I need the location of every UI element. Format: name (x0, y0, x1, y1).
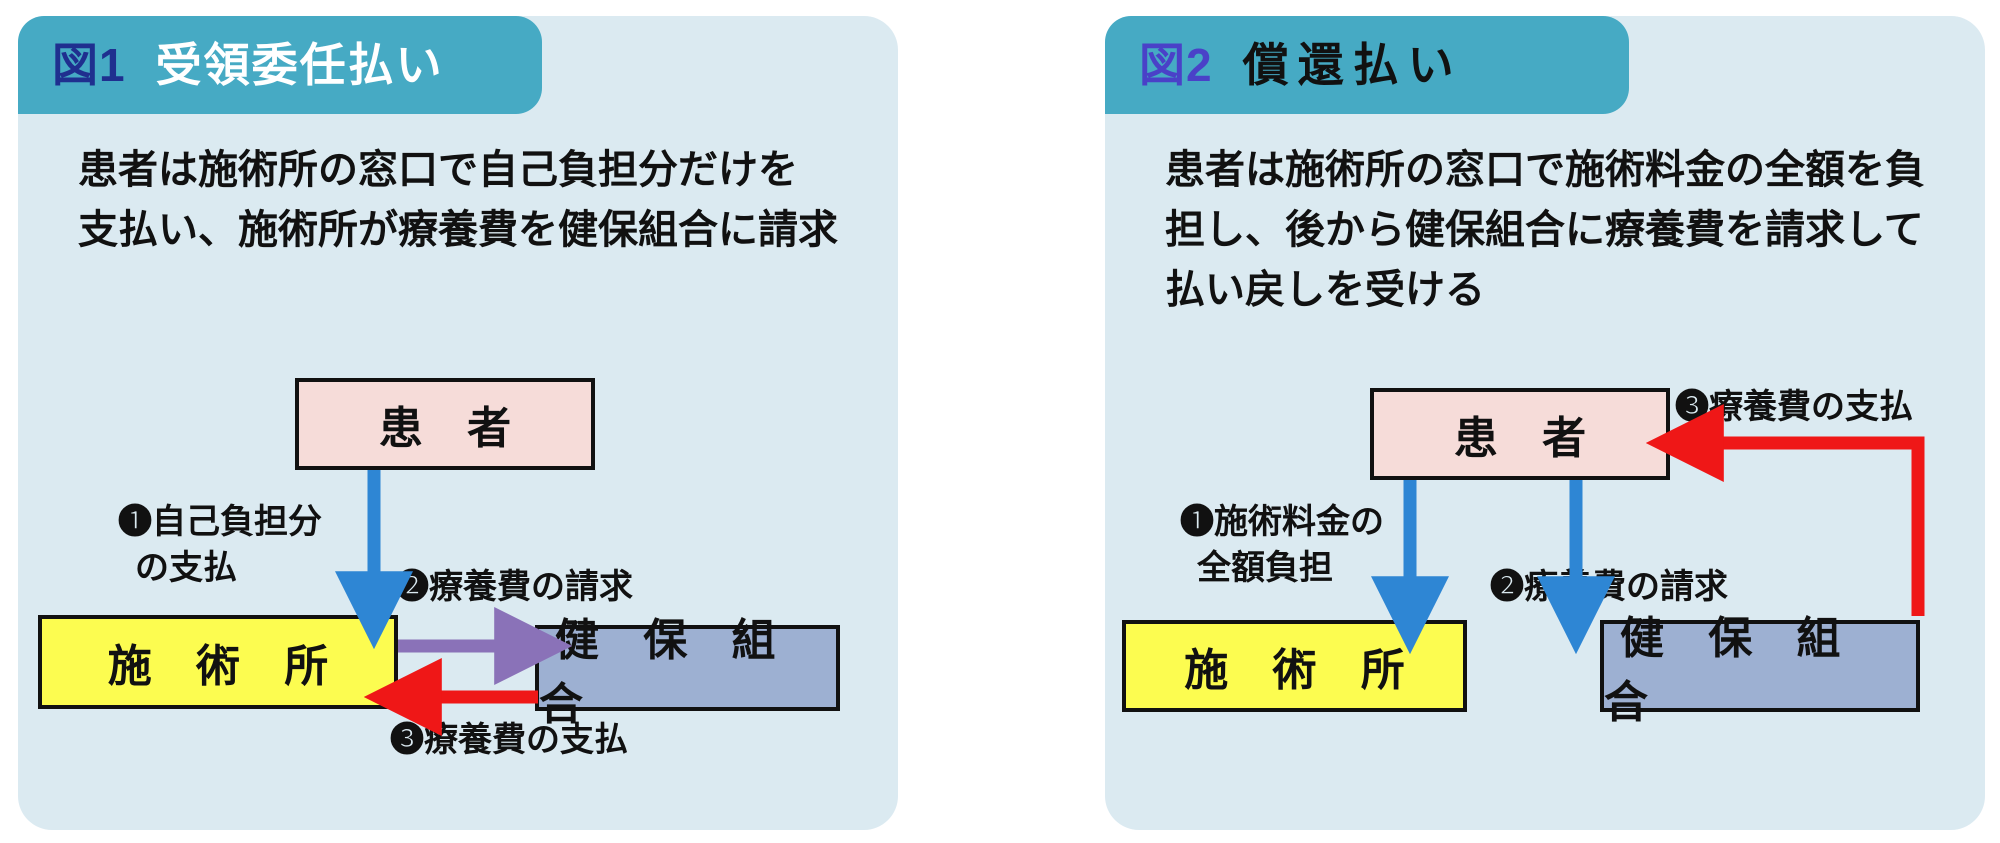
flow-label-3-fig2: ❸療養費の支払 (1675, 389, 1913, 426)
box-insurer-fig1: 健 保 組 合 (535, 616, 840, 729)
box-patient-fig2: 患 者 (1370, 388, 1670, 480)
flow-label-2-fig2: ❷療養費の請求 (1490, 569, 1728, 606)
figure-number-label: 図2 (1139, 39, 1213, 91)
box-patient-fig1: 患 者 (295, 378, 595, 470)
box-clinic-fig1: 施 術 所 (38, 615, 398, 709)
title-ribbon-fig1: 図1 受領委任払い (18, 16, 542, 114)
flow-label-1-fig2: ❶施術料金の 全額負担 (1180, 504, 1384, 587)
figure-title-label: 償還払い (1242, 39, 1463, 91)
flow-label-1-fig1: ❶自己負担分 の支払 (118, 504, 322, 587)
description-text-fig1: 患者は施術所の窓口で自己負担分だけを 支払い、施術所が療養費を健保組合に請求 (78, 148, 838, 252)
flow-label-2-fig1: ❷療養費の請求 (395, 569, 633, 606)
figure-number-label: 図1 (52, 39, 126, 91)
title-ribbon-fig2: 図2 償還払い (1105, 16, 1629, 114)
box-clinic-fig2: 施 術 所 (1122, 620, 1467, 712)
description-text-fig2: 患者は施術所の窓口で施術料金の全額を負 担し、後から健保組合に療養費を請求して … (1165, 148, 1925, 312)
figure-title-label: 受領委任払い (155, 39, 444, 91)
flow-label-3-fig1: ❸療養費の支払 (390, 722, 628, 759)
box-insurer-fig2: 健 保 組 合 (1600, 614, 1920, 727)
